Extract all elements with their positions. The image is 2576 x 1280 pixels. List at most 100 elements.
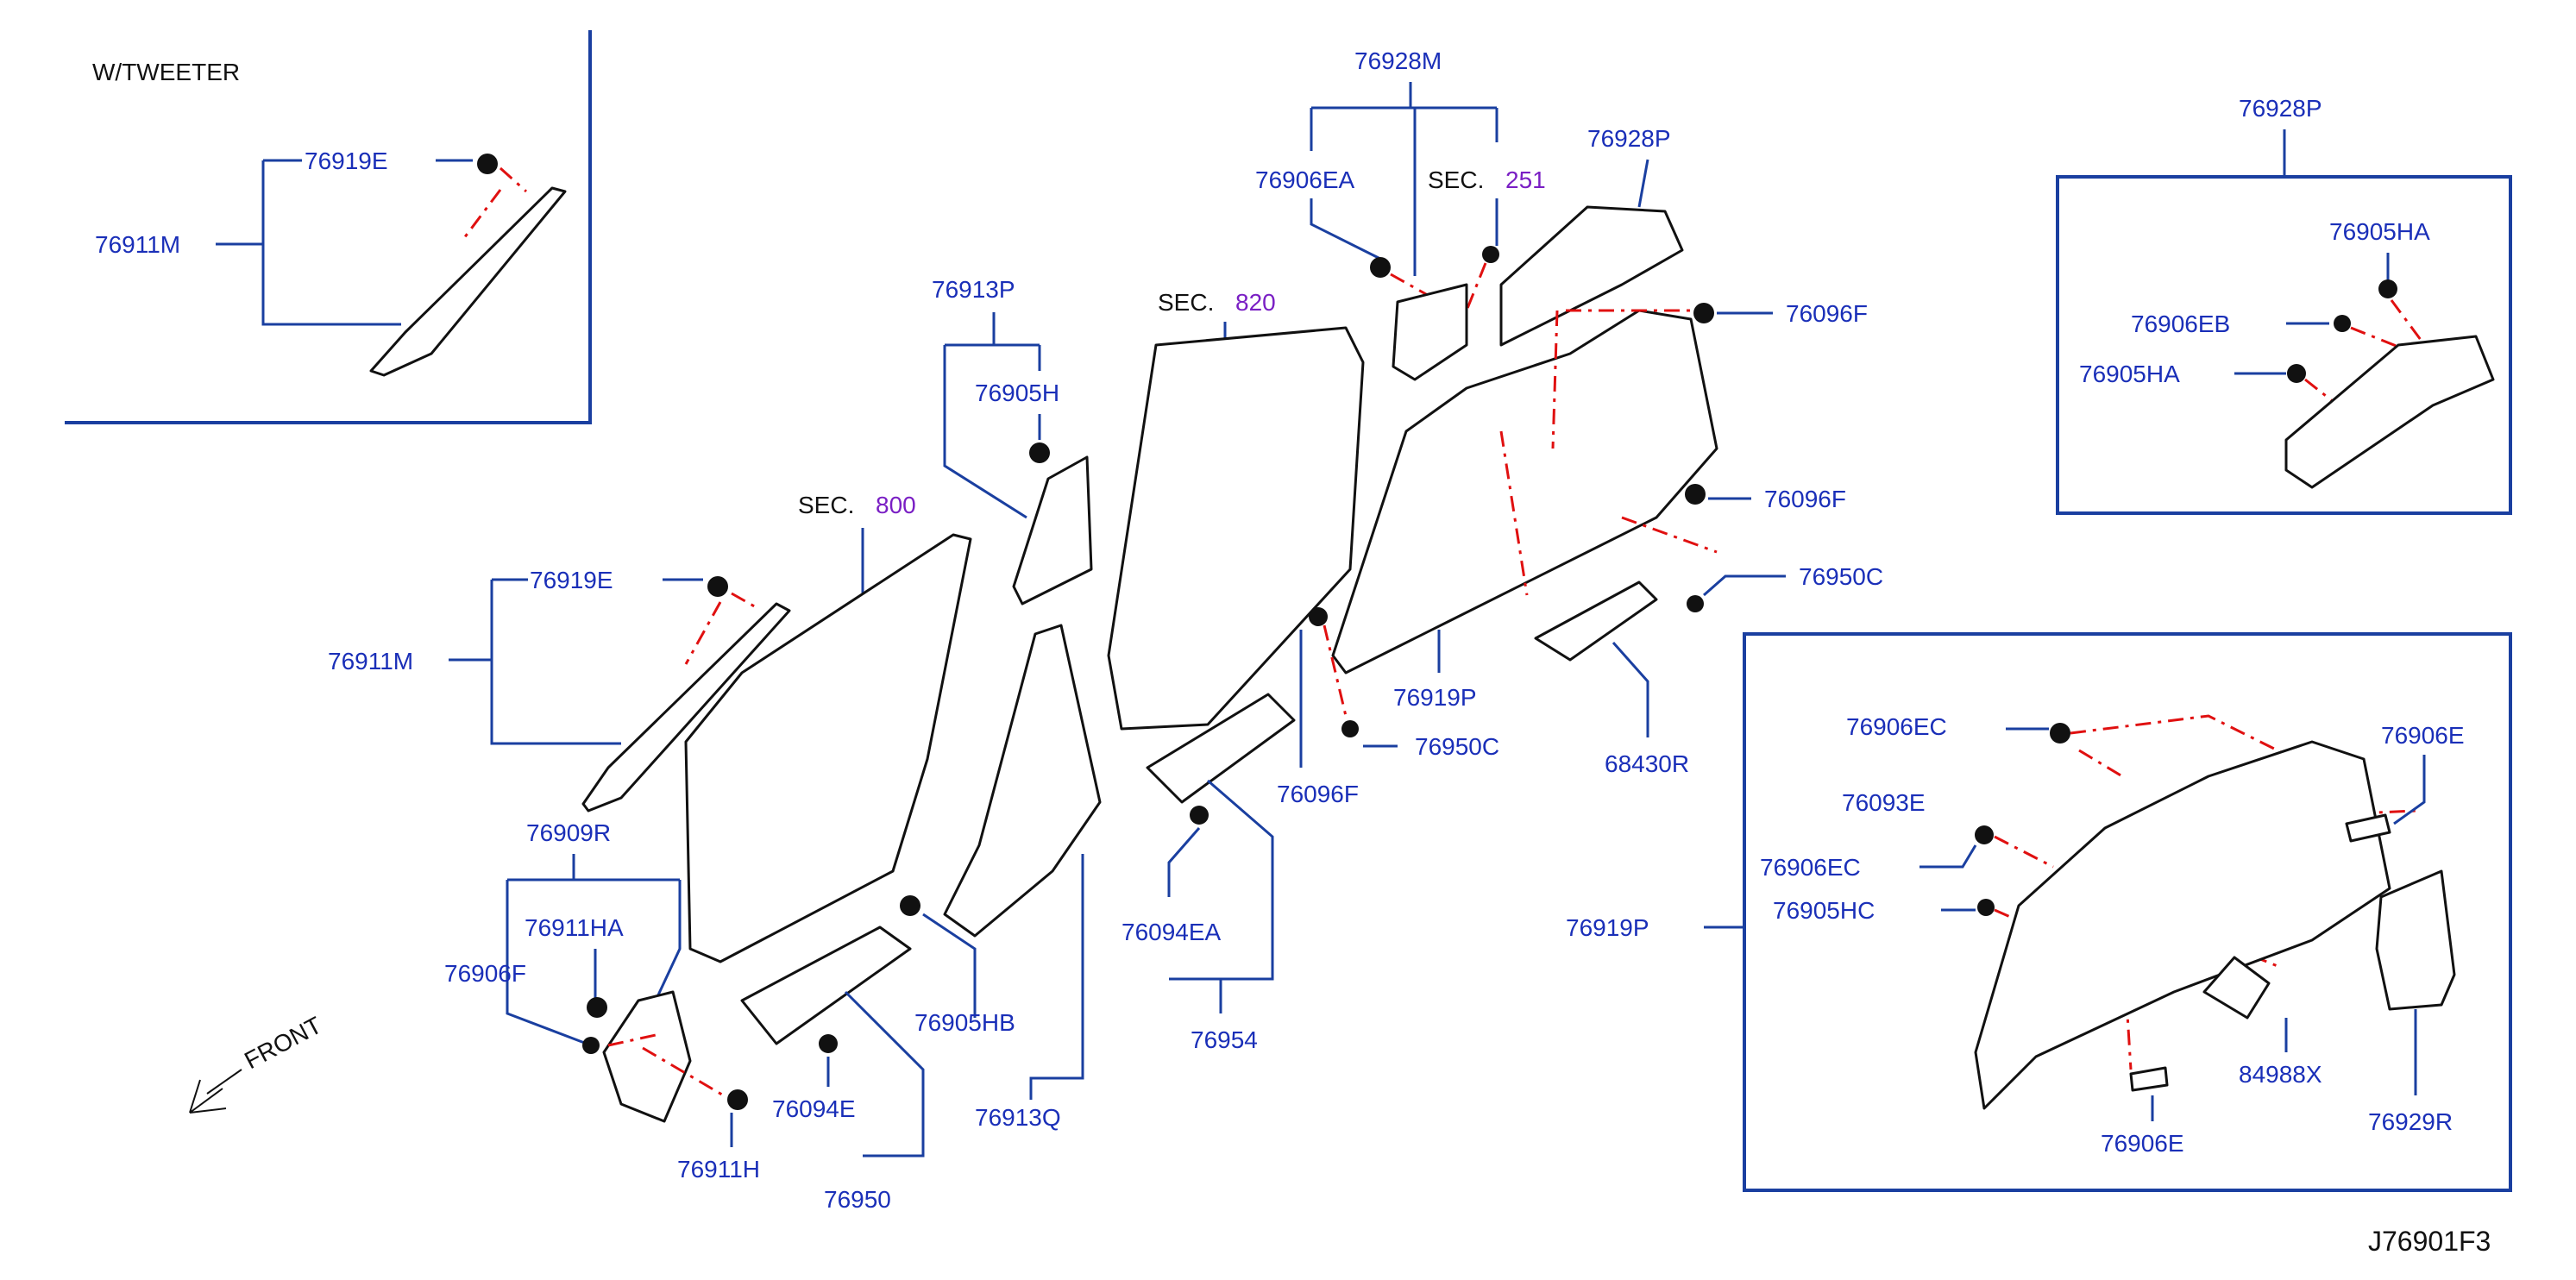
- label-76094EA[interactable]: 76094EA: [1122, 919, 1222, 945]
- inset-tweeter-frame: [65, 30, 592, 424]
- clip-icon: [1687, 595, 1704, 612]
- inset-76928P-frame: [2056, 175, 2512, 515]
- label-76950C-a[interactable]: 76950C: [1799, 563, 1883, 590]
- cover-84988X: [2202, 956, 2271, 1020]
- kick-panel: [602, 990, 692, 1123]
- inset-tweeter-caption: W/TWEETER: [92, 59, 240, 85]
- clip-icon: [2378, 279, 2397, 298]
- label-76911M-a[interactable]: 76911M: [95, 231, 180, 258]
- label-76906EA[interactable]: 76906EA: [1255, 166, 1355, 193]
- label-68430R[interactable]: 68430R: [1605, 750, 1689, 777]
- label-76905HA-b[interactable]: 76905HA: [2079, 361, 2180, 387]
- front-door-weatherstrip: [684, 533, 972, 963]
- label-76954[interactable]: 76954: [1191, 1026, 1258, 1053]
- label-76950[interactable]: 76950: [824, 1186, 891, 1213]
- label-76928M[interactable]: 76928M: [1354, 47, 1442, 74]
- label-76909R[interactable]: 76909R: [526, 819, 611, 846]
- label-84988X[interactable]: 84988X: [2239, 1061, 2322, 1088]
- leader-76906EA: [1310, 198, 1381, 260]
- label-76905HB[interactable]: 76905HB: [914, 1009, 1015, 1036]
- leader-76913P: [943, 312, 1041, 519]
- label-76094E[interactable]: 76094E: [772, 1095, 856, 1122]
- clip-icon: [582, 1037, 600, 1054]
- label-76919E-a[interactable]: 76919E: [305, 147, 388, 174]
- leader-76911M-a: [216, 159, 473, 326]
- label-76928P-a[interactable]: 76928P: [1587, 125, 1671, 152]
- sec-251-ref[interactable]: 251: [1505, 166, 1546, 193]
- label-76906EC-a[interactable]: 76906EC: [1846, 713, 1947, 740]
- label-76919E-b[interactable]: 76919E: [530, 567, 613, 593]
- belt-anchor-cover: [1392, 283, 1468, 381]
- trim-cap-lower: [2129, 1066, 2169, 1092]
- sec-800-ref[interactable]: 800: [876, 492, 916, 518]
- rear-door-group: SEC. 820 76094EA 76954: [1107, 289, 1365, 1053]
- trim-cap: [2345, 813, 2391, 843]
- leader-76913Q: [1029, 854, 1084, 1100]
- red-guide-kick: [607, 1033, 727, 1099]
- rear-quarter-trim: [1331, 309, 1718, 675]
- leader-76928P-a: [1637, 159, 1649, 208]
- clip-icon: [707, 576, 728, 597]
- label-76906EB[interactable]: 76906EB: [2131, 311, 2230, 337]
- label-76911HA[interactable]: 76911HA: [525, 914, 624, 941]
- label-76919P-b[interactable]: 76919P: [1566, 914, 1649, 941]
- inset-76919P: 76919P 76906EC 76093E 76906EC 76905HC 76…: [1566, 632, 2512, 1192]
- label-76928P-b[interactable]: 76928P: [2239, 95, 2322, 122]
- center-pillar-upper: [1012, 455, 1093, 605]
- lid-76929R: [2375, 869, 2456, 1011]
- label-76096F-c[interactable]: 76096F: [1277, 781, 1359, 807]
- sec-800-prefix: SEC.: [798, 492, 854, 518]
- sec-820-ref[interactable]: 820: [1235, 289, 1276, 316]
- clip-icon: [1977, 899, 1995, 916]
- leader-76950C-a: [1703, 574, 1786, 597]
- label-76913Q[interactable]: 76913Q: [975, 1104, 1061, 1131]
- clip-icon: [2334, 315, 2351, 332]
- clip-icon: [1341, 720, 1359, 737]
- label-76911M-b[interactable]: 76911M: [328, 648, 413, 675]
- clip-icon: [2050, 723, 2070, 744]
- inset-tweeter: W/TWEETER 76919E 76911M: [65, 30, 592, 424]
- label-76919P-a[interactable]: 76919P: [1393, 684, 1477, 711]
- front-sill-group: 76094E 76950: [740, 925, 925, 1213]
- leader-76954: [1167, 779, 1274, 1013]
- label-76906EC-b[interactable]: 76906EC: [1760, 854, 1861, 881]
- sec-251-prefix: SEC.: [1428, 166, 1484, 193]
- leader-76911M-b: [449, 578, 703, 745]
- red-guide-quarter: [1499, 309, 1718, 596]
- leader-76906EC-b: [1919, 844, 1977, 869]
- rear-floor-plate: [1534, 580, 1658, 662]
- clip-icon: [1309, 607, 1328, 626]
- clip-icon: [1975, 825, 1994, 844]
- label-76093E[interactable]: 76093E: [1842, 789, 1926, 816]
- label-76096F-a[interactable]: 76096F: [1786, 300, 1868, 327]
- label-76911H[interactable]: 76911H: [677, 1156, 760, 1183]
- label-76096F-b[interactable]: 76096F: [1764, 486, 1846, 512]
- clip-icon: [1685, 484, 1706, 505]
- clip-icon: [1693, 303, 1714, 323]
- a-pillar-garnish: [581, 602, 791, 813]
- label-76906E-b[interactable]: 76906E: [2101, 1130, 2184, 1157]
- upper-quarter-trim-inset: [2284, 335, 2495, 489]
- front-arrow-icon: [189, 1069, 242, 1114]
- leader-76905HB: [922, 913, 977, 1018]
- rear-kicking-plate: [1146, 693, 1296, 804]
- leader-68430R: [1612, 642, 1649, 737]
- label-76913P[interactable]: 76913P: [932, 276, 1015, 303]
- label-76905H[interactable]: 76905H: [975, 380, 1059, 406]
- rear-door-weatherstrip: [1107, 326, 1365, 731]
- label-76906E-a[interactable]: 76906E: [2381, 722, 2465, 749]
- front-kicking-plate: [740, 925, 912, 1045]
- lower-front-group: 76909R 76911HA 76906F 76911H FRONT: [189, 819, 760, 1183]
- label-76906F[interactable]: 76906F: [444, 960, 526, 987]
- upper-quarter-trim: [1499, 205, 1684, 347]
- leader-76950: [826, 990, 925, 1158]
- clip-icon: [477, 154, 498, 174]
- leader-76909R: [506, 854, 682, 1045]
- label-76905HA-a[interactable]: 76905HA: [2329, 218, 2430, 245]
- label-76929R[interactable]: 76929R: [2368, 1108, 2453, 1135]
- label-76905HC[interactable]: 76905HC: [1773, 897, 1875, 924]
- clip-icon: [1482, 246, 1499, 263]
- label-76950C-b[interactable]: 76950C: [1415, 733, 1499, 760]
- clip-icon: [1029, 442, 1050, 463]
- rear-quarter-trim-inset: [1974, 740, 2391, 1110]
